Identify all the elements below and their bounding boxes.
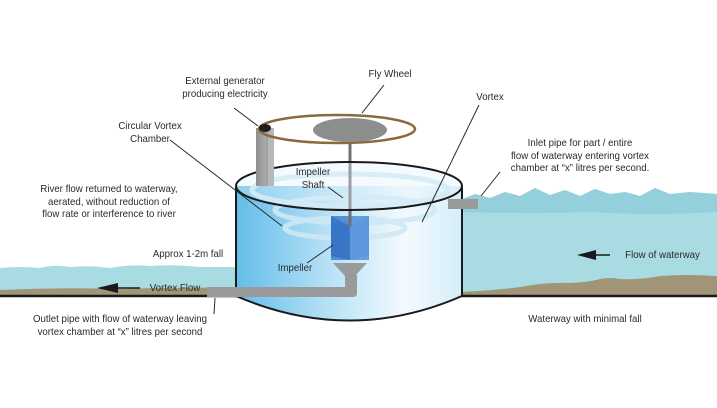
leader-lines [169, 84, 501, 315]
label-waterway-minimal-fall: Waterway with minimal fall [528, 313, 642, 325]
fly-wheel-rim [257, 113, 417, 145]
impeller [331, 216, 369, 260]
outlet-pipe [207, 275, 357, 297]
label-fly-wheel: Fly Wheel [368, 68, 412, 80]
label-approx-fall: Approx 1-2m fall [152, 248, 224, 260]
generator-cap [259, 124, 271, 132]
label-impeller-shaft: Impeller Shaft [295, 166, 331, 191]
downstream-riverbed [0, 287, 240, 296]
label-vortex-flow: Vortex Flow [149, 282, 201, 294]
label-inlet-pipe: Inlet pipe for part / entire flow of wat… [510, 137, 650, 174]
chamber-rim [235, 161, 463, 211]
label-impeller: Impeller [277, 262, 313, 274]
generator-post-highlight [268, 128, 274, 186]
fly-wheel-disc [313, 118, 387, 142]
label-circular-vortex-chamber: Circular Vortex Chamber [118, 120, 182, 145]
funnel [333, 263, 367, 276]
upstream-water [460, 188, 717, 296]
label-vortex: Vortex [476, 91, 504, 103]
label-flow-of-waterway: Flow of waterway [625, 249, 700, 261]
upstream-water-surface [460, 188, 717, 214]
vortex-chamber-outline [235, 186, 463, 322]
flow-of-waterway-arrow-icon [577, 250, 610, 260]
label-outlet-pipe: Outlet pipe with flow of waterway leavin… [33, 313, 207, 338]
downstream-water [0, 265, 240, 292]
upstream-riverbed [460, 275, 717, 296]
label-river-flow-returned: River flow returned to waterway, aerated… [40, 183, 178, 220]
inlet-pipe [448, 199, 478, 209]
vortex-flow-arrow-icon [97, 283, 140, 293]
label-external-generator: External generator producing electricity [182, 75, 268, 100]
